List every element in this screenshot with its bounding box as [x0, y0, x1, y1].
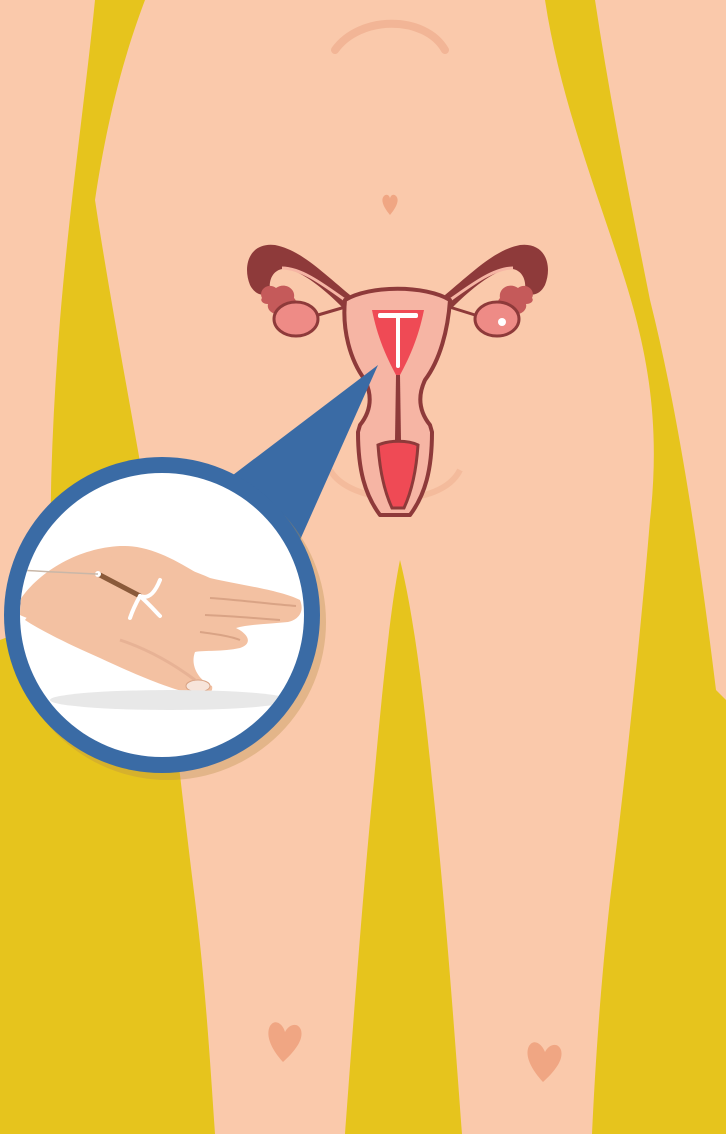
left-ovary [274, 302, 318, 336]
right-ovary [475, 302, 519, 336]
ovary-follicle [498, 318, 506, 326]
cervical-canal [395, 375, 401, 440]
